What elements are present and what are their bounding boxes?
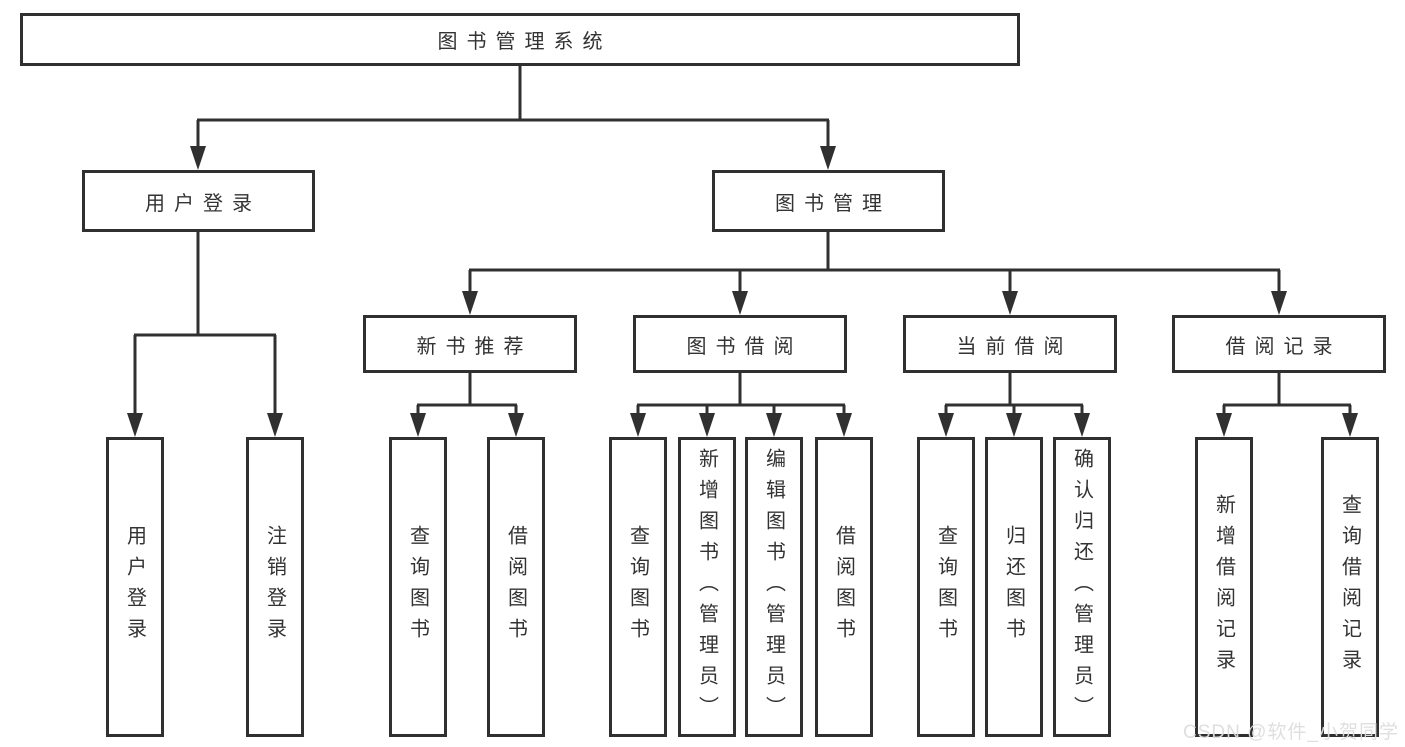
leaf-query-books-recommend: 查询图书 <box>389 437 447 737</box>
node-label: 图书管理 <box>775 192 891 215</box>
leaf-edit-book-admin: 编辑图书（管理员） <box>745 437 803 737</box>
leaf-borrow-books-recommend: 借阅图书 <box>487 437 545 737</box>
node-label: 当前借阅 <box>956 335 1073 358</box>
node-current-borrowing: 当前借阅 <box>903 315 1117 373</box>
node-label: 查询借阅记录 <box>1338 494 1361 680</box>
leaf-logout: 注销登录 <box>246 437 304 737</box>
node-label: 查询图书 <box>934 525 957 649</box>
node-label: 用户登录 <box>145 192 261 215</box>
node-label: 借阅图书 <box>832 525 855 649</box>
leaf-add-borrow-record: 新增借阅记录 <box>1195 437 1253 737</box>
watermark: CSDN @软件_小贺同学 <box>1183 722 1399 743</box>
node-label: 确认归还（管理员） <box>1070 447 1093 727</box>
node-label: 归还图书 <box>1002 525 1025 649</box>
leaf-query-borrow-record: 查询借阅记录 <box>1321 437 1379 737</box>
leaf-return-books: 归还图书 <box>985 437 1043 737</box>
node-label: 编辑图书（管理员） <box>762 447 785 727</box>
node-label: 新增借阅记录 <box>1212 494 1235 680</box>
node-label: 查询图书 <box>406 525 429 649</box>
node-label: 查询图书 <box>626 525 649 649</box>
leaf-query-books-borrowing: 查询图书 <box>609 437 667 737</box>
node-label: 借阅记录 <box>1225 335 1342 358</box>
node-label: 新书推荐 <box>416 335 533 358</box>
node-new-book-recommend: 新书推荐 <box>363 315 577 373</box>
node-user-login: 用户登录 <box>82 170 315 232</box>
node-book-borrowing: 图书借阅 <box>633 315 847 373</box>
leaf-add-book-admin: 新增图书（管理员） <box>678 437 736 737</box>
node-label: 图书管理系统 <box>437 31 612 53</box>
node-label: 借阅图书 <box>504 525 527 649</box>
node-borrow-records: 借阅记录 <box>1172 315 1386 373</box>
node-label: 注销登录 <box>263 525 286 649</box>
leaf-query-books-current: 查询图书 <box>917 437 975 737</box>
node-book-management: 图书管理 <box>712 170 945 232</box>
leaf-user-login: 用户登录 <box>106 437 164 737</box>
node-label: 图书借阅 <box>686 335 803 358</box>
node-library-system: 图书管理系统 <box>20 13 1020 66</box>
node-label: 新增图书（管理员） <box>695 447 718 727</box>
leaf-borrow-books: 借阅图书 <box>815 437 873 737</box>
leaf-confirm-return-admin: 确认归还（管理员） <box>1053 437 1111 737</box>
node-label: 用户登录 <box>123 525 146 649</box>
